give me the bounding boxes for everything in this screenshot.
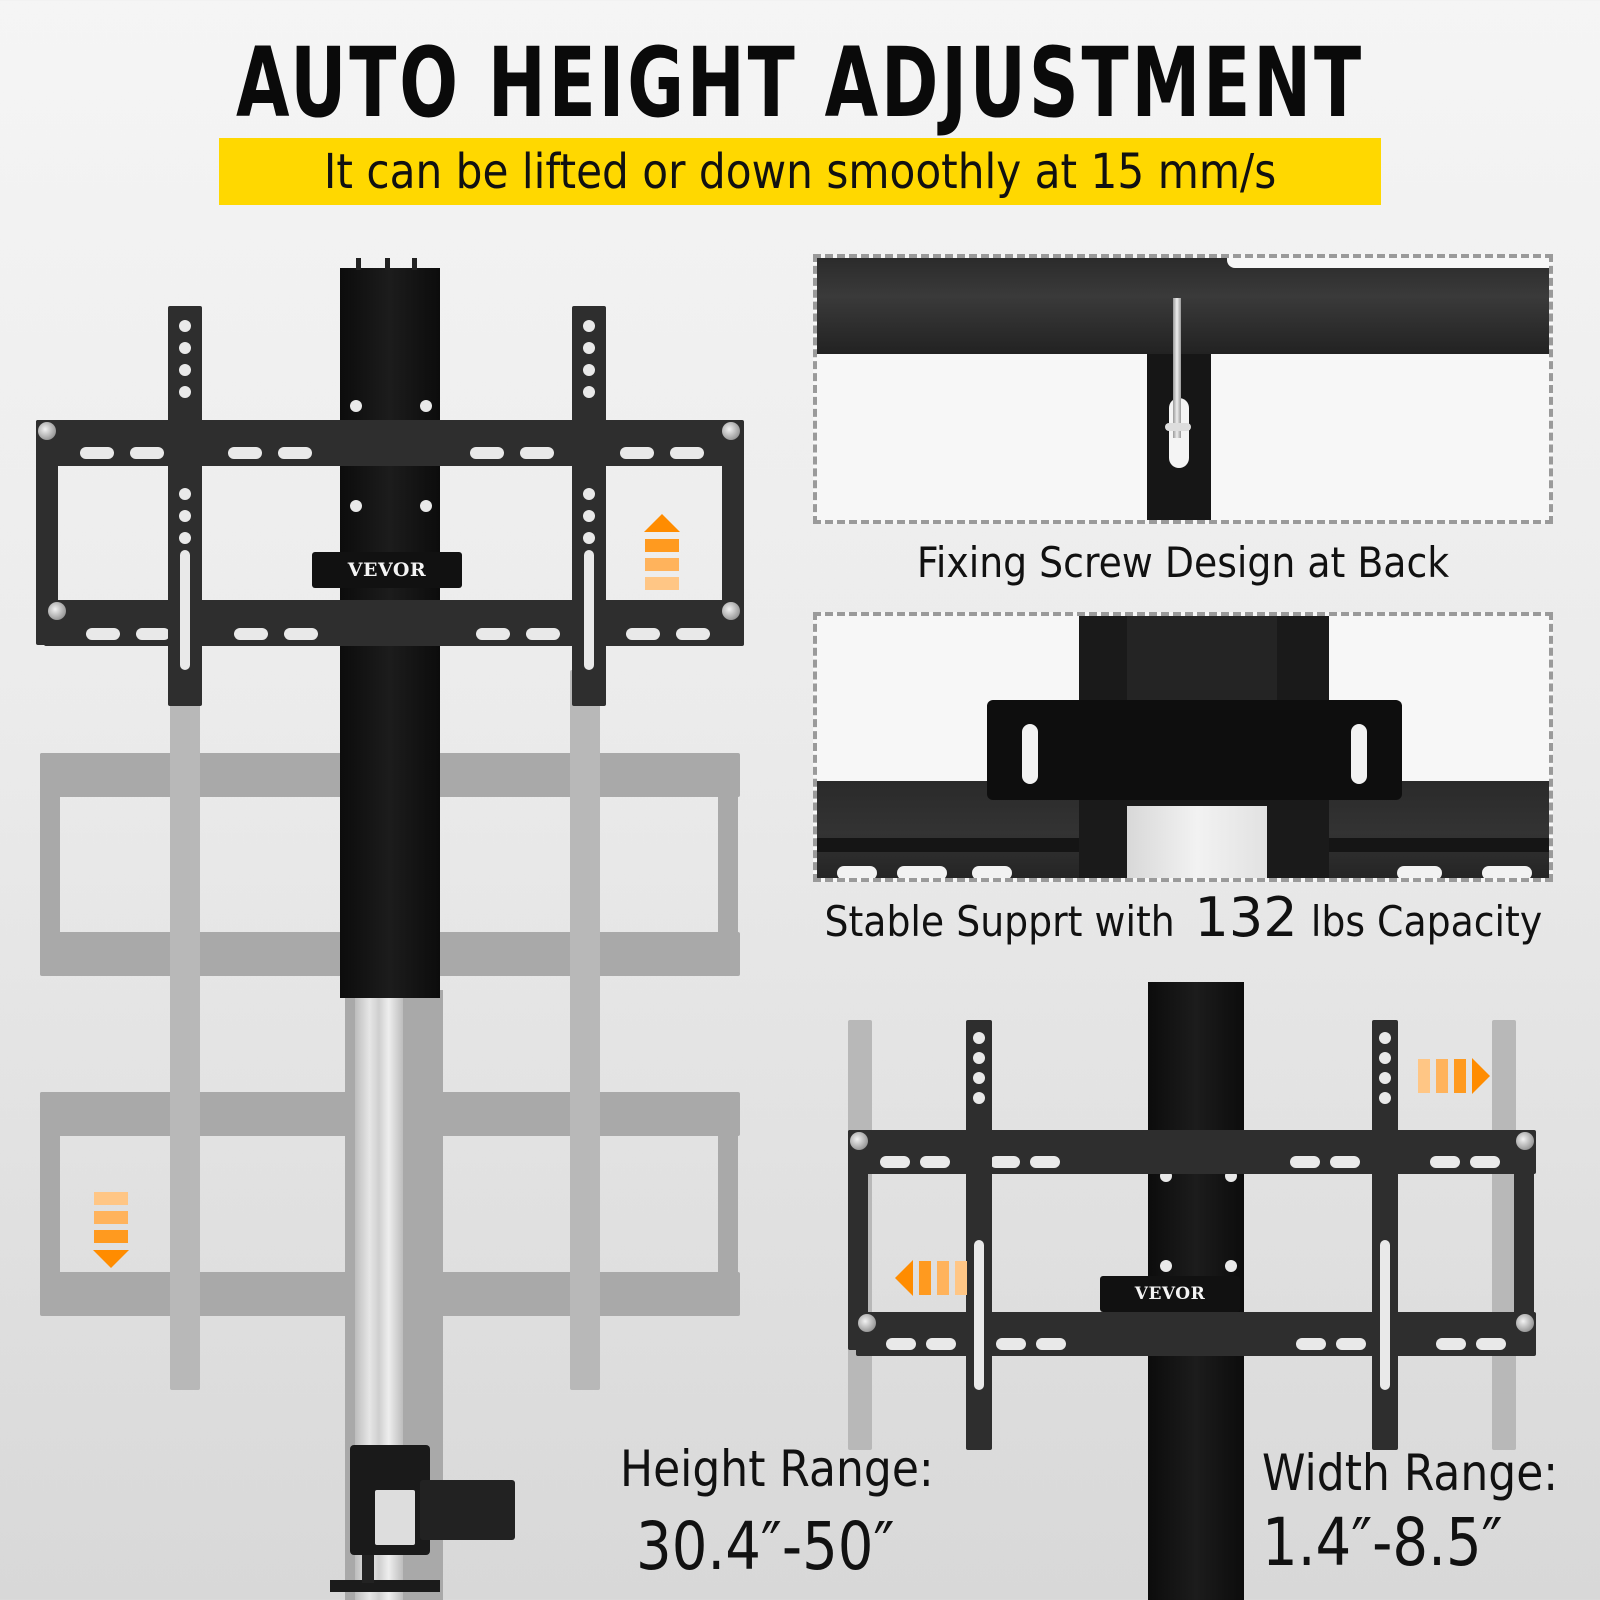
brand-logo: VEVOR [347,559,427,581]
caption-stable-support: Stable Supprt with 132 lbs Capacity [790,886,1570,949]
arrow-up-icon [644,514,680,592]
detail-panel-stable-support [813,612,1553,882]
ghost-arm-outer-right [1492,1020,1516,1450]
arrow-right-icon [1418,1058,1496,1094]
base-plate [330,1580,440,1592]
caption-suffix: lbs Capacity [1310,897,1542,946]
mounting-plate [987,700,1402,800]
height-range-value: 30.4″-50″ [636,1508,895,1585]
arrow-down-icon [93,1192,129,1270]
height-range-label: Height Range: [620,1440,934,1498]
detail-panel-fixing-screw [813,254,1553,524]
vevor-logo-plate: VEVOR [312,552,462,588]
arrow-left-icon [895,1260,973,1296]
subtitle-text: It can be lifted or down smoothly at 15 … [323,143,1277,200]
capacity-number: 132 [1194,886,1298,949]
vevor-logo-plate-small: VEVOR [1100,1276,1240,1312]
electric-motor [350,1445,520,1565]
ghost-arm-left [170,670,200,1390]
caption-prefix: Stable Supprt with [824,897,1176,946]
width-range-value: 1.4″-8.5″ [1262,1504,1503,1581]
brand-logo-small: VEVOR [1134,1284,1206,1304]
main-product-illustration: VEVOR [0,250,760,1600]
caption-fixing-screw: Fixing Screw Design at Back [916,538,1450,587]
subtitle-banner: It can be lifted or down smoothly at 15 … [219,138,1381,205]
width-adjustment-illustration: VEVOR [820,970,1560,1600]
screw-pin [1173,298,1181,438]
ghost-arm-right [570,670,600,1390]
width-range-label: Width Range: [1262,1444,1559,1502]
page-title: AUTO HEIGHT ADJUSTMENT [235,27,1365,139]
